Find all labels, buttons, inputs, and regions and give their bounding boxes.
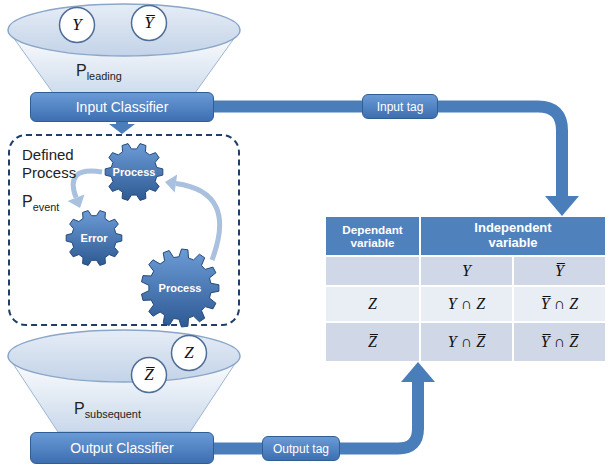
circle-outline — [132, 6, 167, 41]
gear-outline — [105, 144, 163, 201]
set-symbol: Z — [184, 343, 193, 363]
table-cell: Y̅ ∩ Z — [513, 286, 606, 322]
set-circle: Y̅ — [130, 4, 168, 42]
set-symbol: Y — [72, 15, 81, 35]
table-header: Dependant variable — [325, 216, 420, 256]
classifier-box: Output Classifier — [30, 432, 214, 464]
connector — [340, 362, 435, 449]
circle-outline — [172, 336, 207, 371]
connector-line — [116, 122, 128, 124]
set-expression: Y̅ ∩ Z̅ — [541, 333, 578, 351]
header-label: Independent variable — [465, 221, 561, 251]
box-label: Output Classifier — [70, 440, 173, 456]
set-expression: Z — [368, 295, 377, 313]
gear-outline — [66, 211, 122, 266]
set-expression: Y̅ ∩ Z — [541, 295, 578, 313]
table-cell: Y̅ — [513, 256, 606, 286]
process-gear: Process — [104, 142, 164, 202]
connector-line — [214, 101, 362, 113]
set-expression: Y — [462, 262, 471, 280]
arrow-head — [109, 124, 135, 134]
connector — [214, 106, 362, 107]
gear-outline — [142, 249, 219, 327]
table-cell: Z̅ — [325, 322, 420, 362]
shape-outline — [6, 2, 242, 100]
contingency-table: Dependant variableIndependent variableYY… — [325, 216, 606, 362]
arrow-head — [401, 362, 435, 382]
error-gear: Error — [65, 209, 123, 267]
funnel-rim — [8, 330, 240, 382]
tag-box: Input tag — [362, 94, 438, 119]
region-title: Defined Process — [22, 146, 100, 182]
set-symbol: Z̅ — [144, 365, 153, 385]
table-header: Independent variable — [420, 216, 606, 256]
gear-label: Process — [113, 166, 156, 178]
tag-box: Output tag — [262, 436, 340, 461]
connector-line — [340, 382, 418, 449]
table-cell-ground — [325, 256, 420, 286]
set-expression: Y ∩ Z̅ — [448, 333, 485, 351]
probability-label: Pevent — [22, 192, 102, 214]
gear-label: Error — [81, 232, 108, 244]
circle-outline — [60, 8, 95, 43]
table-cell: Y̅ ∩ Z̅ — [513, 322, 606, 362]
table-cell: Y — [420, 256, 513, 286]
connector-line — [73, 171, 102, 198]
connector — [165, 175, 220, 260]
funnel-rim — [8, 4, 240, 56]
set-circle: Z̅ — [130, 356, 168, 394]
classifier-box: Input Classifier — [30, 92, 214, 122]
set-circle: Z — [170, 334, 208, 372]
gear-label: Process — [159, 282, 202, 294]
connector — [438, 107, 579, 217]
process-gear: Process — [140, 248, 220, 328]
connector-line — [176, 183, 220, 260]
table-cell: Z — [325, 286, 420, 322]
set-expression: Y̅ — [555, 262, 564, 280]
set-expression: Z̅ — [368, 333, 377, 351]
connector — [214, 448, 262, 449]
probability-label: Psubsequent — [74, 400, 141, 420]
connector-line — [438, 107, 562, 197]
circle-outline — [132, 358, 167, 393]
set-circle: Y — [58, 6, 96, 44]
probability-label: Pleading — [76, 62, 122, 82]
arrow-head — [165, 175, 177, 193]
table-cell: Y ∩ Z — [420, 286, 513, 322]
arrow-head — [545, 196, 579, 216]
table-cell: Y ∩ Z̅ — [420, 322, 513, 362]
arrow-head — [68, 195, 85, 208]
box-label: Input Classifier — [76, 99, 169, 115]
set-symbol: Y̅ — [144, 13, 153, 33]
box-label: Input tag — [377, 100, 424, 114]
output-funnel: PsubsequentZ̅ Z — [6, 328, 242, 432]
process-region: Defined ProcessPeventProcessErrorProcess — [8, 134, 240, 326]
connector-line — [214, 443, 262, 455]
set-expression: Y ∩ Z — [448, 295, 485, 313]
input-funnel: Pleading Y Y̅ — [6, 2, 242, 100]
header-label: Dependant variable — [325, 223, 420, 250]
connector — [109, 122, 135, 134]
box-label: Output tag — [273, 442, 329, 456]
